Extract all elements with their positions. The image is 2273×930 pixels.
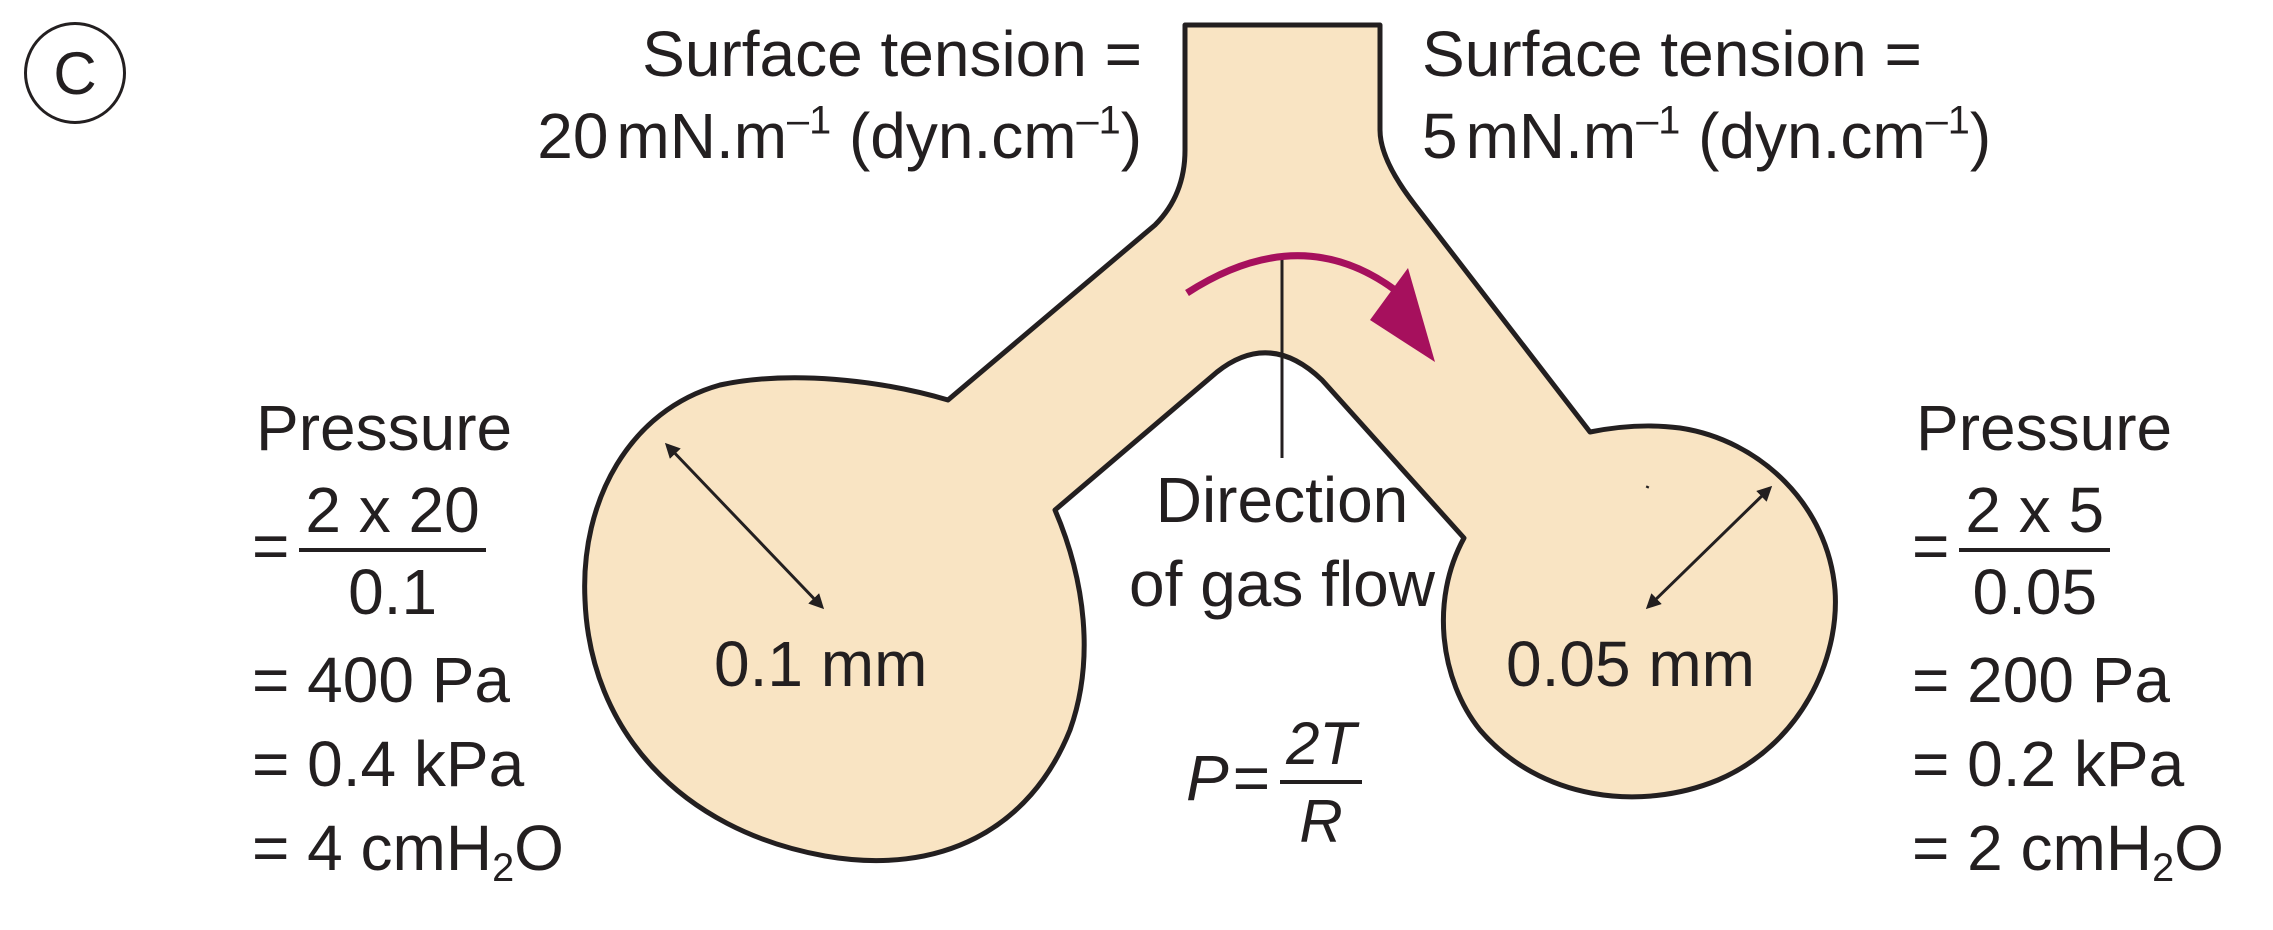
right-pressure-pa: = 200 Pa (1912, 644, 2170, 716)
right-radius-arrow-line (1645, 485, 1773, 610)
left-pressure-numerator: 2 x 20 (299, 478, 486, 552)
right-pressure-numerator: 2 x 5 (1959, 478, 2111, 552)
gas-flow-line-2: of gas flow (1129, 548, 1435, 620)
right-pressure-heading: Pressure (1916, 392, 2173, 464)
left-tension-number: 20 (537, 100, 609, 172)
flow-direction-arrowhead (1370, 268, 1435, 362)
gas-flow-line-1: Direction (1155, 464, 1409, 536)
left-cmh-subscript: 2 (492, 846, 515, 891)
right-tension-alt-exponent: –1 (1925, 98, 1970, 143)
left-pressure-equals: = (252, 509, 290, 582)
left-pressure-pa: = 400 Pa (252, 644, 510, 716)
right-pressure-denominator: 0.05 (1972, 556, 2098, 628)
right-tension-alt-unit: (dyn.cm (1698, 100, 1926, 172)
right-tension-number: 5 (1422, 100, 1458, 172)
left-pressure-cmh2o: = 4 cmH2O (252, 816, 564, 888)
right-surface-tension-title: Surface tension = (1422, 18, 1922, 90)
right-cmh-text: = 2 cmH (1912, 812, 2153, 884)
left-tension-unit: mN.m (616, 100, 788, 172)
left-pressure-heading: Pressure (256, 392, 513, 464)
right-pressure-kpa: = 0.2 kPa (1912, 728, 2185, 800)
right-radius-arrow (1645, 485, 1650, 489)
right-cmh-o: O (2174, 812, 2224, 884)
left-tension-close: ) (1120, 100, 1142, 172)
right-alveolus-radius-label: 0.05 mm (1506, 628, 1755, 700)
formula-equals: = (1232, 741, 1271, 814)
left-tension-alt-exponent: –1 (1076, 98, 1121, 143)
right-tension-close: ) (1969, 100, 1992, 172)
left-surface-tension-title: Surface tension = (642, 18, 1142, 90)
gas-flow-direction-label: Direction of gas flow (1082, 468, 1482, 616)
panel-label-badge: C (24, 22, 126, 124)
left-tension-alt-unit: (dyn.cm (848, 100, 1077, 172)
left-radius-arrow (664, 442, 825, 610)
left-cmh-text: = 4 cmH (252, 812, 493, 884)
left-pressure-kpa: = 0.4 kPa (252, 728, 525, 800)
left-pressure-denominator: 0.1 (348, 556, 438, 628)
right-tension-unit-exponent: –1 (1636, 98, 1681, 143)
right-pressure-equals: = (1912, 509, 1950, 582)
formula-pressure-symbol: P (1186, 741, 1229, 814)
airway-and-alveoli-shape (582, 22, 1838, 864)
right-tension-unit: mN.m (1465, 100, 1637, 172)
left-tension-unit-exponent: –1 (787, 98, 832, 143)
formula-numerator: 2T (1280, 714, 1363, 784)
right-cmh-subscript: 2 (2152, 846, 2175, 891)
flow-direction-arrow (1185, 252, 1398, 296)
left-cmh-o: O (514, 812, 564, 884)
formula-denominator: R (1299, 788, 1343, 855)
right-pressure-cmh2o: = 2 cmH2O (1912, 816, 2224, 888)
left-alveolus-radius-label: 0.1 mm (714, 628, 928, 700)
